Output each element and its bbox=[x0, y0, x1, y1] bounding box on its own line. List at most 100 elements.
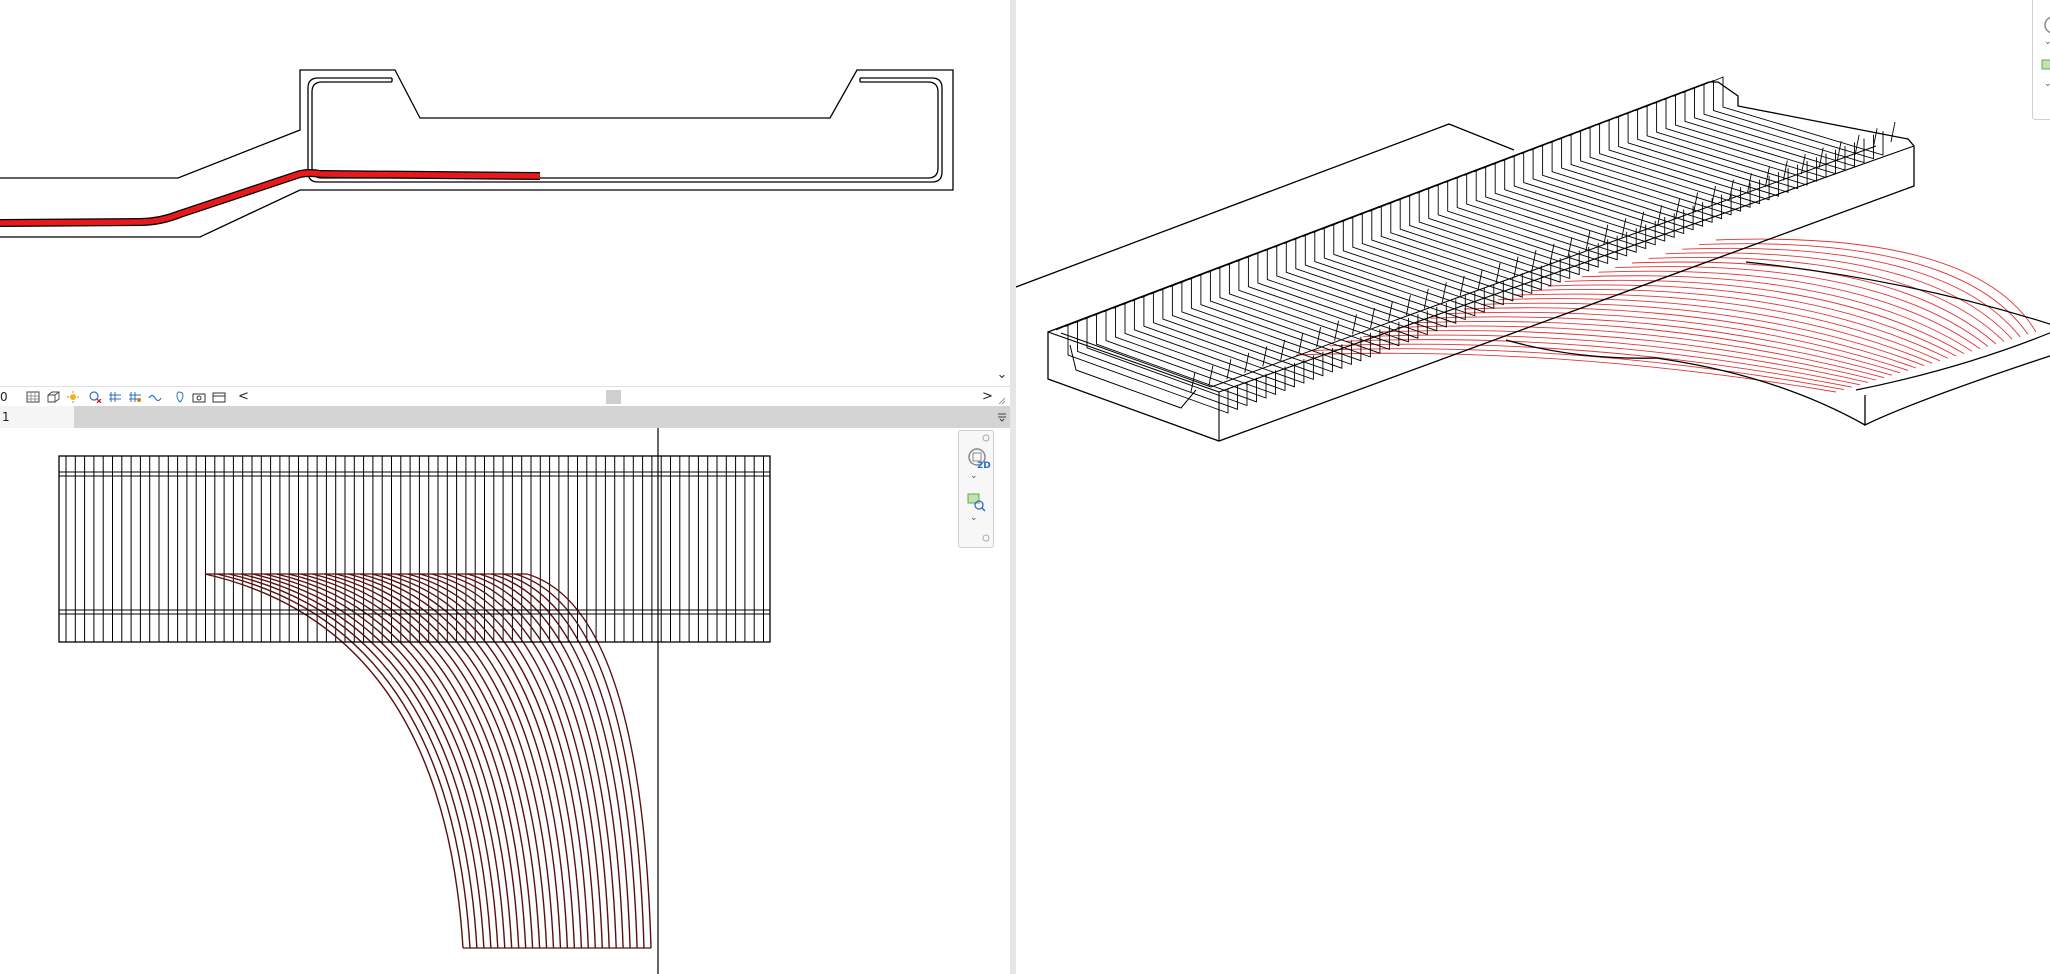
iso-stirrup-loop bbox=[1150, 288, 1324, 377]
plan-tendon-curve bbox=[336, 573, 541, 949]
iso-stirrup-loop bbox=[1055, 324, 1229, 414]
iso-flange-stirrup bbox=[1800, 154, 1806, 175]
plan-navigation-bar[interactable]: 2D ⌄ ⌄ bbox=[958, 430, 994, 548]
section-scroll-down-arrow[interactable]: ⌄ bbox=[996, 367, 1008, 382]
iso-flange-stirrup bbox=[1352, 314, 1357, 335]
scroll-left-arrow[interactable]: < bbox=[238, 389, 249, 404]
plan-tendon-curve bbox=[216, 573, 471, 949]
plan-tendon-curve bbox=[240, 573, 485, 949]
iso-flange-stirrup bbox=[1495, 262, 1501, 284]
iso-flange-stirrup bbox=[1585, 230, 1591, 252]
iso-tendon-curve bbox=[1379, 330, 1877, 381]
view-cube-2d-icon[interactable] bbox=[967, 447, 991, 473]
iso-flange-stirrup bbox=[1477, 269, 1483, 290]
plan-tendon-curve bbox=[204, 573, 464, 949]
iso-tendon-curve bbox=[1312, 348, 1845, 391]
section-drawing bbox=[0, 69, 954, 238]
iso-stirrup-loop bbox=[1065, 320, 1238, 410]
3d-zoom-window-icon[interactable] bbox=[2041, 59, 2050, 75]
iso-stirrup-loop bbox=[1245, 252, 1419, 339]
plan-tendon-curve bbox=[419, 573, 589, 949]
grid-icon[interactable] bbox=[108, 391, 122, 403]
iso-tendon-curve bbox=[1396, 325, 1885, 379]
zoom-menu-arrow[interactable]: ⌄ bbox=[970, 513, 978, 523]
iso-stirrup-loop bbox=[1283, 238, 1457, 324]
box-icon[interactable] bbox=[46, 391, 60, 403]
3d-view-cube-menu-arrow[interactable]: ⌄ bbox=[2044, 37, 2050, 47]
iso-flange-stirrup bbox=[1441, 282, 1447, 303]
3d-zoom-menu-arrow[interactable]: ⌄ bbox=[2044, 79, 2050, 89]
3d-model-drawing bbox=[1016, 76, 2050, 442]
plan-scroll-up-arrow[interactable]: ⌃ bbox=[994, 430, 998, 444]
frame-icon[interactable] bbox=[212, 391, 226, 403]
iso-flange-stirrup bbox=[1675, 198, 1681, 219]
sun-icon[interactable] bbox=[66, 391, 80, 403]
zoom-window-icon[interactable] bbox=[967, 493, 987, 513]
plan-tendon-curve bbox=[479, 573, 624, 949]
iso-flange-stirrup bbox=[1711, 186, 1716, 207]
plan-tendon-curve bbox=[371, 573, 562, 949]
iso-flange-stirrup bbox=[1764, 166, 1770, 187]
iso-flange-stirrup bbox=[1334, 320, 1340, 341]
view-cube-icon[interactable] bbox=[2041, 15, 2050, 37]
plan-tendon-curve bbox=[252, 573, 492, 949]
iso-flange-stirrup bbox=[1693, 192, 1699, 213]
camera-icon[interactable] bbox=[192, 391, 206, 403]
horizontal-scroll-thumb[interactable] bbox=[606, 390, 621, 404]
section-view-pane[interactable] bbox=[0, 0, 997, 386]
view-toolbar-strip: 0 < > bbox=[0, 386, 1010, 407]
iso-tendon-curve bbox=[1514, 293, 1941, 362]
iso-flange-stirrup bbox=[1890, 121, 1896, 143]
3d-navigation-bar[interactable]: ⌄ ⌄ bbox=[2032, 0, 2050, 120]
iso-stirrup-loop bbox=[1122, 299, 1295, 388]
iso-flange-stirrup bbox=[1854, 134, 1860, 155]
zoom-value[interactable]: 0 bbox=[0, 390, 8, 404]
iso-tendon-curve bbox=[1547, 284, 1957, 357]
iso-flange-stirrup bbox=[1459, 275, 1465, 296]
view-name-bar: 1 bbox=[0, 406, 1010, 428]
iso-flange-stirrup bbox=[1370, 307, 1375, 328]
iso-stirrup-loop bbox=[1141, 292, 1314, 381]
iso-flange-stirrup bbox=[1549, 243, 1555, 264]
grid-add-icon[interactable] bbox=[128, 391, 142, 403]
plan-tendon-curve bbox=[395, 573, 576, 949]
iso-flange-stirrup bbox=[1567, 237, 1573, 258]
view-2d-label: 2D bbox=[977, 461, 991, 471]
iso-flange-stirrup bbox=[1746, 173, 1752, 194]
iso-stirrup-loop bbox=[1293, 234, 1466, 321]
iso-tendon-curve bbox=[1480, 302, 1925, 367]
iso-tendon-curve bbox=[1413, 320, 1893, 376]
resize-grip-icon[interactable] bbox=[996, 395, 1006, 405]
iso-flange-stirrup bbox=[1405, 295, 1411, 316]
plan-drawing bbox=[58, 428, 771, 974]
scroll-right-arrow[interactable]: > bbox=[982, 389, 993, 404]
iso-stirrup-loop bbox=[1236, 256, 1409, 343]
iso-flange-stirrup bbox=[1208, 365, 1214, 386]
nav-settings-icon[interactable] bbox=[981, 533, 991, 543]
iso-stirrup-loop bbox=[1198, 270, 1371, 358]
delete-element-icon[interactable] bbox=[88, 391, 102, 403]
plan-tendon-curve bbox=[288, 573, 513, 949]
view-menu-icon[interactable] bbox=[997, 412, 1007, 422]
plan-tendon-curve bbox=[467, 573, 617, 949]
iso-tendon-curve bbox=[1715, 238, 2037, 333]
wave-icon[interactable] bbox=[148, 391, 162, 403]
iso-tendon-curve bbox=[1598, 270, 1981, 350]
iso-stirrup-loop bbox=[1160, 284, 1333, 373]
view-cube-menu-arrow[interactable]: ⌄ bbox=[970, 471, 978, 481]
iso-tendon-curve bbox=[1648, 256, 2005, 342]
view-name-field[interactable]: 1 bbox=[0, 406, 74, 428]
iso-stirrup-loop bbox=[1302, 230, 1476, 317]
plan-view-pane[interactable]: 2D ⌄ ⌄ ⌃ bbox=[0, 428, 997, 974]
iso-stirrup-loop bbox=[1074, 317, 1248, 407]
plan-tendon-curve bbox=[491, 573, 631, 949]
plan-tendon-curve bbox=[359, 573, 555, 949]
iso-tendon-curve bbox=[1699, 243, 2029, 335]
iso-tendon-curve bbox=[1497, 298, 1933, 364]
hatch-icon[interactable] bbox=[26, 391, 40, 403]
nav-close-icon[interactable] bbox=[981, 433, 991, 443]
pin-icon[interactable] bbox=[174, 391, 188, 403]
3d-view-pane[interactable]: ⌄ ⌄ bbox=[1016, 0, 2050, 974]
viewport-divider[interactable] bbox=[1010, 0, 1016, 974]
iso-stirrup-loop bbox=[1207, 266, 1381, 354]
